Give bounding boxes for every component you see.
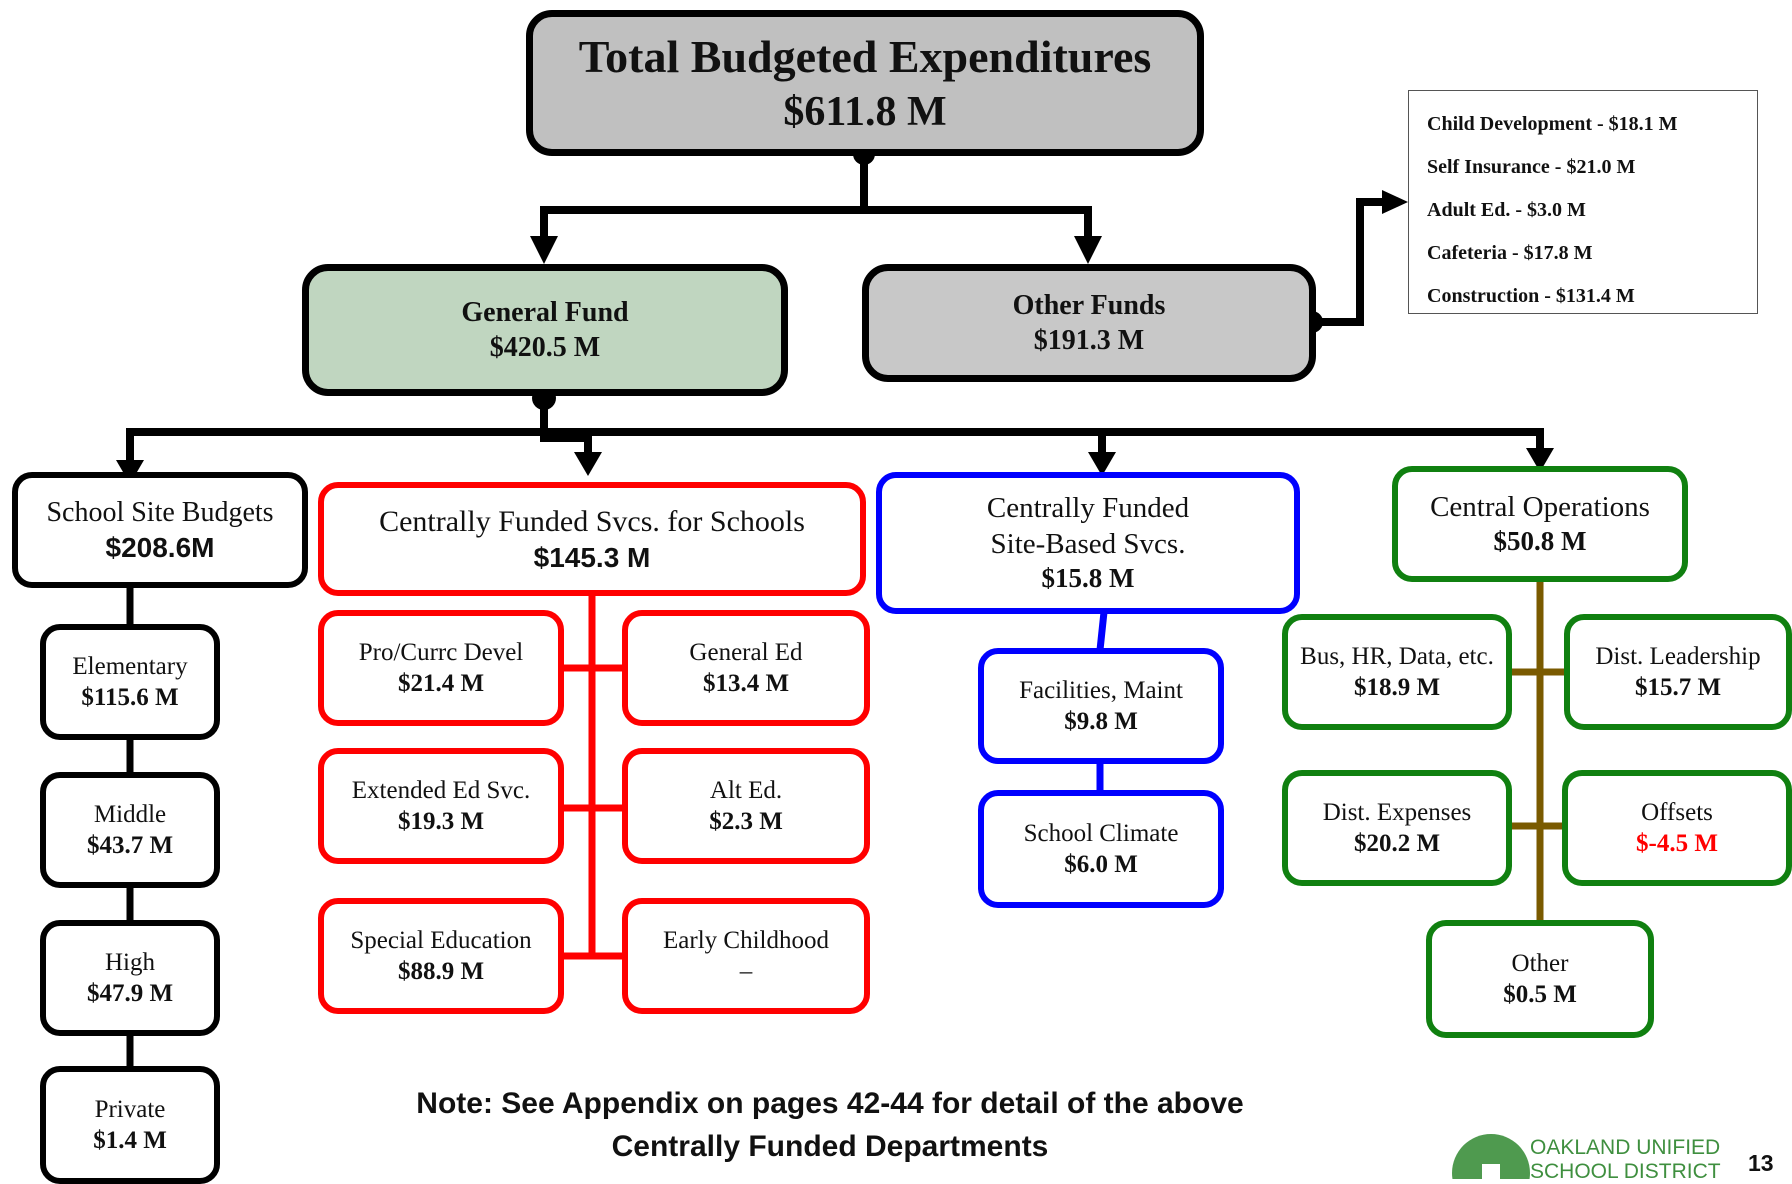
logo-line-2: SCHOOL DISTRICT (1530, 1160, 1721, 1179)
site-based-label-line2: Site-Based Svcs. (990, 528, 1186, 561)
extended-ed-value: $19.3 M (397, 808, 485, 835)
pro-currc-devel-label: Pro/Currc Devel (358, 638, 524, 666)
central-operations-label: Central Operations (1430, 491, 1650, 523)
facilities-maint-value: $9.8 M (1064, 708, 1138, 735)
elementary-box: Elementary $115.6 M (40, 624, 220, 740)
high-value: $47.9 M (86, 980, 174, 1007)
early-childhood-label: Early Childhood (663, 926, 829, 954)
other-funds-item: Self Insurance - $21.0 M (1427, 156, 1636, 178)
appendix-note: Note: See Appendix on pages 42-44 for de… (360, 1082, 1300, 1168)
school-climate-box: School Climate $6.0 M (978, 790, 1224, 908)
site-based-svcs-box: Centrally Funded Site-Based Svcs. $15.8 … (876, 472, 1300, 614)
pro-currc-devel-value: $21.4 M (397, 670, 485, 697)
other-funds-item: Child Development - $18.1 M (1427, 113, 1678, 135)
central-operations-value: $50.8 M (1493, 526, 1587, 557)
school-climate-value: $6.0 M (1064, 851, 1138, 878)
alt-ed-label: Alt Ed. (709, 776, 783, 804)
other-label: Other (1511, 949, 1569, 977)
private-box: Private $1.4 M (40, 1066, 220, 1184)
offsets-value: $-4.5 M (1636, 830, 1718, 857)
special-education-box: Special Education $88.9 M (318, 898, 564, 1014)
district-logo: OAKLAND UNIFIED SCHOOL DISTRICT (1452, 1134, 1744, 1179)
alt-ed-value: $2.3 M (709, 808, 783, 835)
other-value: $0.5 M (1503, 981, 1577, 1008)
dist-expenses-label: Dist. Expenses (1322, 798, 1472, 826)
alt-ed-box: Alt Ed. $2.3 M (622, 748, 870, 864)
general-fund-box: General Fund $420.5 M (302, 264, 788, 396)
early-childhood-box: Early Childhood – (622, 898, 870, 1014)
special-education-value: $88.9 M (397, 958, 485, 985)
offsets-label: Offsets (1641, 798, 1713, 826)
general-fund-label: General Fund (461, 297, 629, 328)
dist-leadership-label: Dist. Leadership (1595, 642, 1761, 670)
dist-expenses-box: Dist. Expenses $20.2 M (1282, 770, 1512, 886)
central-svcs-value: $145.3 M (533, 542, 651, 574)
other-funds-item: Construction - $131.4 M (1427, 285, 1635, 307)
private-label: Private (94, 1095, 166, 1123)
other-funds-value: $191.3 M (1033, 325, 1145, 356)
central-svcs-box: Centrally Funded Svcs. for Schools $145.… (318, 482, 866, 596)
total-expenditures-box: Total Budgeted Expenditures $611.8 M (526, 10, 1204, 156)
dist-leadership-box: Dist. Leadership $15.7 M (1564, 614, 1792, 730)
central-svcs-label: Centrally Funded Svcs. for Schools (379, 504, 805, 538)
oak-tree-icon (1452, 1134, 1530, 1179)
note-line-1: Note: See Appendix on pages 42-44 for de… (416, 1087, 1244, 1120)
bus-hr-data-label: Bus, HR, Data, etc. (1300, 642, 1494, 670)
middle-label: Middle (93, 800, 167, 828)
facilities-maint-label: Facilities, Maint (1019, 676, 1183, 704)
general-ed-box: General Ed $13.4 M (622, 610, 870, 726)
dist-leadership-value: $15.7 M (1634, 674, 1722, 701)
other-funds-label: Other Funds (1012, 290, 1166, 321)
special-education-label: Special Education (350, 926, 532, 954)
elementary-value: $115.6 M (81, 684, 179, 711)
offsets-box: Offsets $-4.5 M (1562, 770, 1792, 886)
note-line-2: Centrally Funded Departments (611, 1130, 1049, 1163)
school-climate-label: School Climate (1023, 819, 1179, 847)
logo-line-1: OAKLAND UNIFIED (1530, 1136, 1721, 1159)
general-fund-value: $420.5 M (489, 332, 601, 363)
page-number: 13 (1748, 1150, 1774, 1176)
private-value: $1.4 M (93, 1127, 167, 1154)
high-label: High (105, 948, 155, 976)
central-operations-box: Central Operations $50.8 M (1392, 466, 1688, 582)
other-funds-box: Other Funds $191.3 M (862, 264, 1316, 382)
general-ed-value: $13.4 M (702, 670, 790, 697)
other-box: Other $0.5 M (1426, 920, 1654, 1038)
logo-text: OAKLAND UNIFIED SCHOOL DISTRICT (1530, 1136, 1721, 1179)
extended-ed-label: Extended Ed Svc. (351, 776, 531, 804)
bus-hr-data-value: $18.9 M (1353, 674, 1441, 701)
facilities-maint-box: Facilities, Maint $9.8 M (978, 648, 1224, 764)
other-funds-breakdown: Child Development - $18.1 M Self Insuran… (1408, 90, 1758, 314)
other-funds-item: Adult Ed. - $3.0 M (1427, 199, 1586, 221)
high-box: High $47.9 M (40, 920, 220, 1036)
early-childhood-value: – (739, 958, 753, 985)
school-site-budgets-box: School Site Budgets $208.6M (12, 472, 308, 588)
site-based-label-line1: Centrally Funded (986, 491, 1190, 524)
elementary-label: Elementary (72, 652, 188, 680)
pro-currc-devel-box: Pro/Currc Devel $21.4 M (318, 610, 564, 726)
bus-hr-data-box: Bus, HR, Data, etc. $18.9 M (1282, 614, 1512, 730)
school-site-value: $208.6M (105, 532, 215, 563)
middle-value: $43.7 M (86, 832, 174, 859)
total-label: Total Budgeted Expenditures (578, 31, 1152, 82)
school-site-label: School Site Budgets (46, 497, 274, 528)
extended-ed-box: Extended Ed Svc. $19.3 M (318, 748, 564, 864)
total-value: $611.8 M (783, 88, 947, 135)
dist-expenses-value: $20.2 M (1353, 830, 1441, 857)
site-based-value: $15.8 M (1041, 563, 1135, 594)
general-ed-label: General Ed (689, 638, 803, 666)
middle-box: Middle $43.7 M (40, 772, 220, 888)
other-funds-item: Cafeteria - $17.8 M (1427, 242, 1593, 264)
